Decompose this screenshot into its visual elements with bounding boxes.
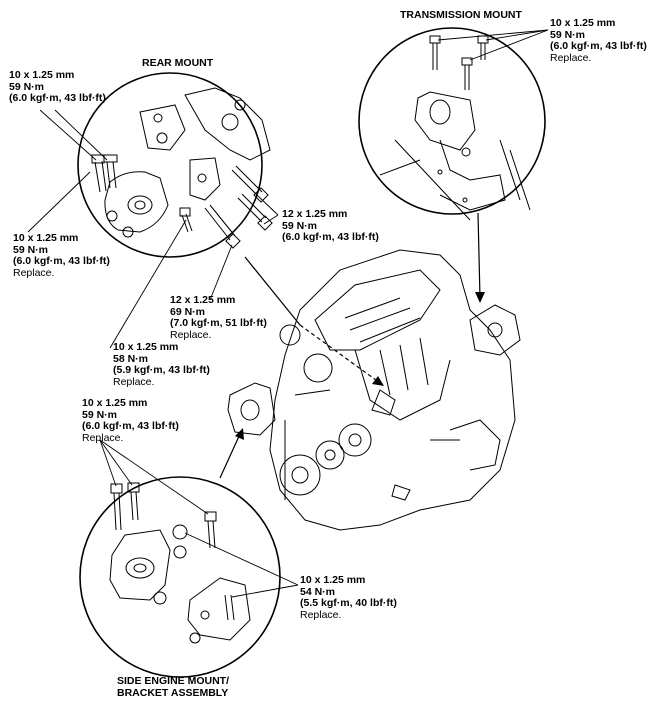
transmission-mount-circle [358,27,546,215]
callout-transmission: 10 x 1.25 mm 59 N·m (6.0 kgf·m, 43 lbf·f… [550,17,647,64]
bolt-size: 10 x 1.25 mm [9,69,75,81]
rear-mount-circle [77,72,263,258]
callout-side-top: 10 x 1.25 mm 59 N·m (6.0 kgf·m, 43 lbf·f… [82,397,179,444]
torque-nm: 59 N·m [550,28,586,41]
bolt-size: 12 x 1.25 mm [282,208,348,220]
bolt-size: 10 x 1.25 mm [300,574,366,586]
replace-note: Replace. [300,608,342,621]
bolt-size: 10 x 1.25 mm [13,232,79,244]
torque-nm: 69 N·m [170,305,206,318]
rear-mount-title: REAR MOUNT [142,57,214,69]
replace-note: Replace. [550,51,592,64]
side-mount-title: SIDE ENGINE MOUNT/ BRACKET ASSEMBLY [117,675,229,699]
torque-nm: 59 N·m [13,243,49,256]
torque-nm: 58 N·m [113,352,149,365]
transmission-mount-title: TRANSMISSION MOUNT [400,9,522,21]
callout-leader-lines [27,29,549,598]
torque-nm: 59 N·m [82,408,118,421]
torque-alt: (6.0 kgf·m, 43 lbf·ft) [282,231,379,243]
torque-alt: (6.0 kgf·m, 43 lbf·ft) [9,92,106,104]
bolt-size: 10 x 1.25 mm [113,341,179,353]
bolt-size: 10 x 1.25 mm [550,17,616,29]
replace-note: Replace. [170,328,212,341]
bolt-size: 12 x 1.25 mm [170,294,236,306]
torque-alt: (6.0 kgf·m, 43 lbf·ft) [82,420,179,432]
torque-nm: 59 N·m [9,80,45,93]
torque-nm: 54 N·m [300,585,336,598]
location-arrows [219,212,481,479]
rear-mount-parts [91,87,273,249]
arrow-heads [235,292,485,440]
callout-rear-center: 12 x 1.25 mm 69 N·m (7.0 kgf·m, 51 lbf·f… [170,294,267,341]
side-mount-title-line2: BRACKET ASSEMBLY [117,687,229,699]
bolt-size: 10 x 1.25 mm [82,397,148,409]
torque-alt: (6.0 kgf·m, 43 lbf·ft) [13,255,110,267]
callout-rear-top: 10 x 1.25 mm 59 N·m (6.0 kgf·m, 43 lbf·f… [9,69,106,105]
torque-alt: (7.0 kgf·m, 51 lbf·ft) [170,317,267,329]
callout-side-right: 10 x 1.25 mm 54 N·m (5.5 kgf·m, 40 lbf·f… [300,574,397,621]
replace-note: Replace. [82,431,124,444]
callout-rear-left: 10 x 1.25 mm 59 N·m (6.0 kgf·m, 43 lbf·f… [13,232,110,279]
replace-note: Replace. [13,266,55,279]
callout-rear-right: 12 x 1.25 mm 59 N·m (6.0 kgf·m, 43 lbf·f… [282,208,379,244]
torque-alt: (6.0 kgf·m, 43 lbf·ft) [550,40,647,52]
side-mount-parts [109,482,251,644]
replace-note: Replace. [113,375,155,388]
side-mount-title-line1: SIDE ENGINE MOUNT/ [117,675,230,687]
torque-alt: (5.5 kgf·m, 40 lbf·ft) [300,597,397,609]
torque-alt: (5.9 kgf·m, 43 lbf·ft) [113,364,210,376]
transmission-mount-parts [379,35,531,221]
callout-rear-lower: 10 x 1.25 mm 58 N·m (5.9 kgf·m, 43 lbf·f… [113,341,210,388]
torque-nm: 59 N·m [282,219,318,232]
engine-block [227,249,521,531]
